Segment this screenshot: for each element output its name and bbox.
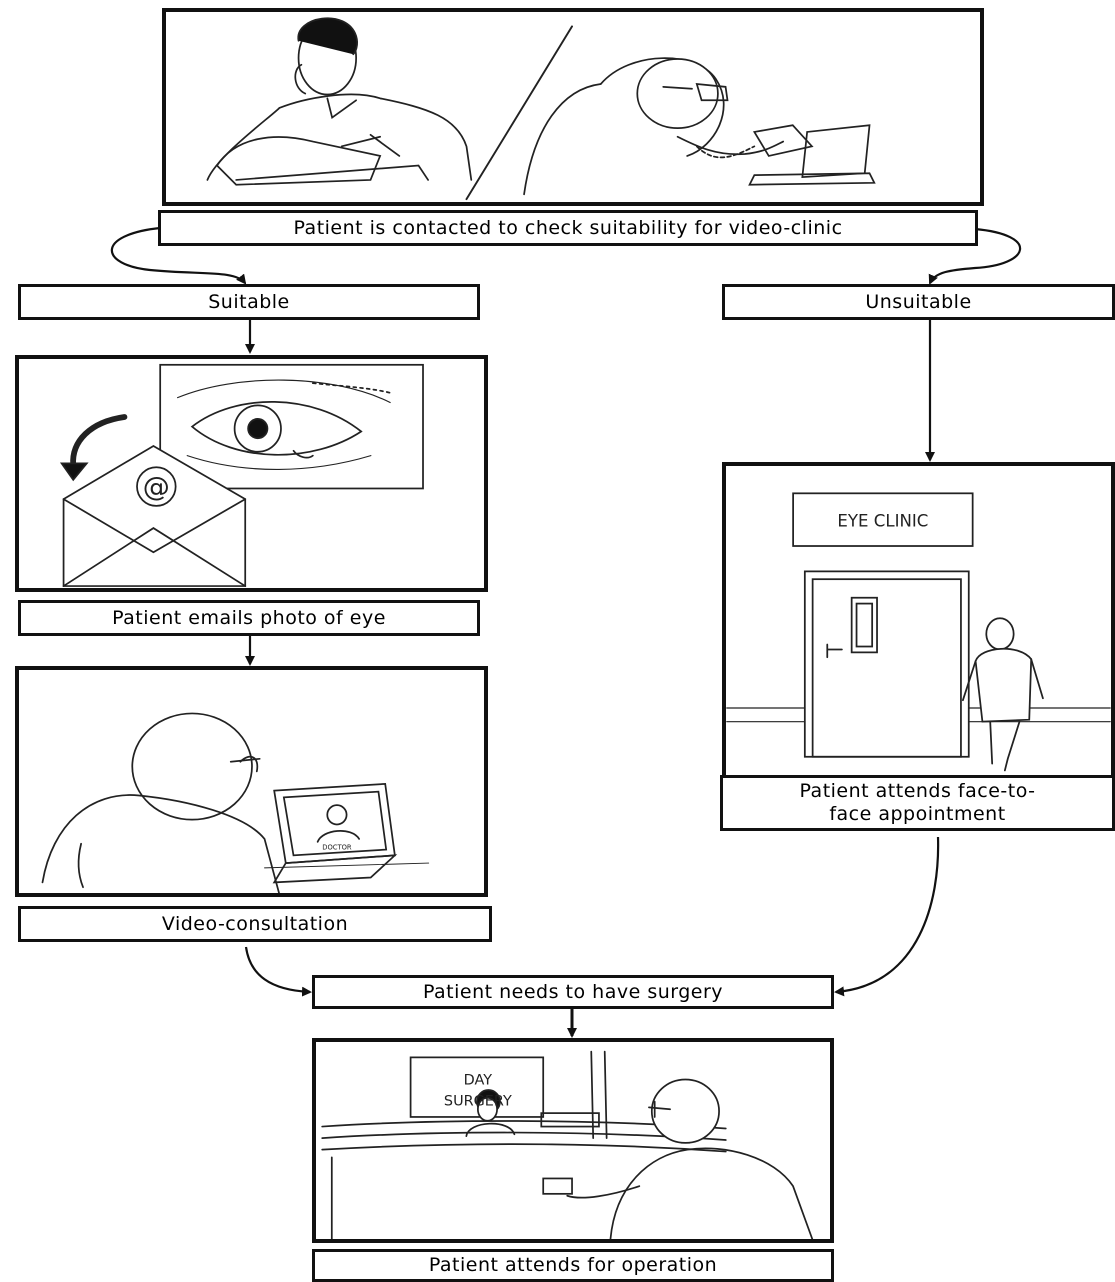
step-unsuitable: Unsuitable (722, 284, 1115, 320)
panel-email-photo: @ (15, 355, 488, 592)
panel-eye-clinic: EYE CLINIC (722, 462, 1115, 792)
day-surgery-illustration: DAY SURGERY (316, 1042, 830, 1239)
arrow-f2f-to-surgery (836, 837, 938, 992)
at-sign-icon: @ (143, 472, 170, 503)
step-contact: Patient is contacted to check suitabilit… (158, 210, 978, 246)
step-operation: Patient attends for operation (312, 1249, 834, 1282)
panel-video-consult: DOCTOR (15, 666, 488, 897)
panel-phone-contact (162, 8, 984, 206)
laptop-doctor-tag: DOCTOR (322, 844, 352, 852)
eye-clinic-sign-text: EYE CLINIC (837, 511, 928, 530)
step-email-photo: Patient emails photo of eye (18, 600, 480, 636)
email-eye-illustration: @ (19, 359, 484, 588)
day-surgery-sign-line1: DAY (464, 1072, 493, 1088)
step-suitable: Suitable (18, 284, 480, 320)
step-video-consult: Video-consultation (18, 906, 492, 942)
phone-call-illustration (166, 12, 980, 202)
step-surgery-needed: Patient needs to have surgery (312, 975, 834, 1009)
video-consult-illustration: DOCTOR (19, 670, 484, 893)
arrow-video-to-surgery (246, 947, 310, 992)
day-surgery-sign-line2: SURGERY (444, 1093, 512, 1109)
eye-clinic-illustration: EYE CLINIC (726, 466, 1111, 788)
step-face-to-face: Patient attends face-to-face appointment (720, 775, 1115, 831)
panel-day-surgery: DAY SURGERY (312, 1038, 834, 1243)
